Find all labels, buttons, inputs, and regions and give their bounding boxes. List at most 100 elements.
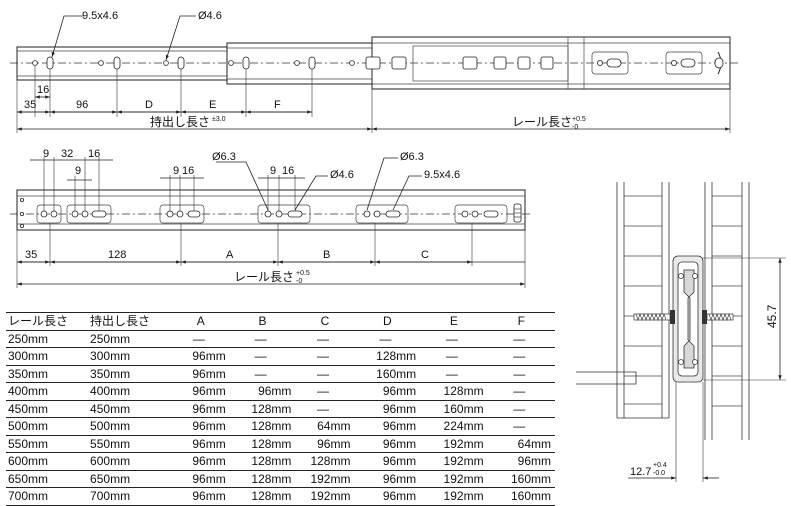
spec-cell: 300mm: [88, 347, 172, 366]
spec-cell: 500mm: [88, 417, 172, 436]
spec-cell: 96mm: [295, 435, 355, 453]
spec-cell: 700mm: [88, 487, 172, 506]
top-dim-D: D: [145, 99, 153, 111]
spec-cell: 400mm: [88, 382, 172, 401]
spec-cell: 96mm: [354, 400, 421, 418]
spec-cell: 96mm: [354, 487, 421, 506]
spec-cell: 700mm: [6, 487, 89, 506]
spec-cell: —: [229, 330, 296, 348]
spec-cell: 160mm: [487, 470, 555, 488]
top-slot-size-label: 9.5x4.6: [82, 10, 118, 22]
spec-cell: 96mm: [171, 365, 230, 383]
spec-cell: —: [229, 347, 296, 366]
spec-cell: 96mm: [171, 487, 230, 506]
spec-cell: —: [487, 330, 555, 348]
spec-cell: 350mm: [6, 365, 89, 383]
spec-cell: 160mm: [354, 365, 421, 383]
spec-cell: 450mm: [88, 400, 172, 418]
top-dim-F: F: [274, 99, 281, 111]
top-dim-96: 96: [76, 99, 88, 111]
spec-cell: 600mm: [88, 452, 172, 471]
side-dia-46: Ø4.6: [330, 169, 354, 181]
spec-cell: 350mm: [88, 365, 172, 383]
section-width-tol-minus: -0.0: [653, 470, 665, 477]
spec-cell: —: [420, 330, 488, 348]
spec-cell: 300mm: [6, 347, 89, 366]
spec-cell: —: [295, 347, 355, 366]
spec-cell: 96mm: [354, 435, 421, 453]
side-dim-9d: 9: [270, 165, 276, 177]
side-dim-9a: 9: [43, 148, 49, 160]
spec-cell: 96mm: [354, 470, 421, 488]
top-extension-length: 持出し長さ: [150, 114, 210, 129]
spec-cell: 160mm: [420, 400, 488, 418]
spec-cell: 450mm: [6, 400, 89, 418]
spec-cell: —: [487, 382, 555, 401]
top-hole-dia-label: Ø4.6: [198, 10, 222, 22]
spec-cell: 128mm: [229, 487, 296, 506]
spec-cell: 64mm: [487, 435, 555, 453]
spec-cell: —: [420, 365, 488, 383]
spec-cell: 128mm: [354, 347, 421, 366]
spec-cell: 96mm: [354, 417, 421, 436]
spec-cell: —: [487, 400, 555, 418]
spec-cell: 128mm: [229, 470, 296, 488]
top-dim-16: 16: [37, 84, 49, 96]
spec-header-7: F: [487, 312, 555, 331]
spec-header-4: C: [295, 312, 355, 331]
spec-cell: 128mm: [420, 382, 488, 401]
top-rail-tol-plus: +0.5: [572, 116, 586, 123]
spec-cell: 550mm: [88, 435, 172, 453]
spec-header-0: レール長さ: [6, 312, 89, 331]
spec-cell: 224mm: [420, 417, 488, 436]
spec-cell: —: [295, 330, 355, 348]
spec-cell: —: [487, 347, 555, 366]
side-rail-tol-minus: -0: [296, 278, 302, 285]
spec-cell: 96mm: [487, 452, 555, 471]
side-dim-16b: 16: [182, 165, 194, 177]
spec-cell: 128mm: [229, 400, 296, 418]
spec-cell: 250mm: [6, 330, 89, 348]
closed-rail-body: [16, 189, 526, 231]
spec-cell: —: [487, 365, 555, 383]
spec-cell: 128mm: [229, 452, 296, 471]
side-dia-63b: Ø6.3: [400, 151, 424, 163]
spec-cell: 96mm: [171, 382, 230, 401]
side-dim-128: 128: [108, 249, 126, 261]
slot: [46, 56, 54, 70]
spec-cell: 96mm: [171, 435, 230, 453]
spec-cell: —: [295, 365, 355, 383]
spec-cell: 600mm: [6, 452, 89, 471]
section-height: 45.7: [765, 304, 779, 328]
spec-cell: 400mm: [6, 382, 89, 401]
spec-cell: —: [229, 365, 296, 383]
spec-cell: 64mm: [295, 417, 355, 436]
spec-header-3: B: [229, 312, 296, 331]
section-view: 45.7 12.7 +0.4 -0.0: [576, 182, 786, 482]
spec-header-5: D: [354, 312, 421, 331]
spec-cell: 96mm: [354, 382, 421, 401]
spec-cell: 96mm: [171, 470, 230, 488]
spec-cell: 192mm: [420, 452, 488, 471]
hole: [32, 60, 38, 66]
side-dim-16c: 16: [282, 165, 294, 177]
top-extension-tol: ±3.0: [212, 116, 226, 123]
side-rail-length: レール長さ: [234, 270, 294, 284]
spec-cell: 250mm: [88, 330, 172, 348]
right-panel-ribs: [712, 195, 742, 407]
spec-header-2: A: [171, 312, 230, 331]
section-width-tol-plus: +0.4: [653, 462, 667, 469]
side-dim-9b: 9: [75, 165, 81, 177]
spec-cell: 192mm: [420, 487, 488, 506]
spec-cell: 128mm: [229, 435, 296, 453]
